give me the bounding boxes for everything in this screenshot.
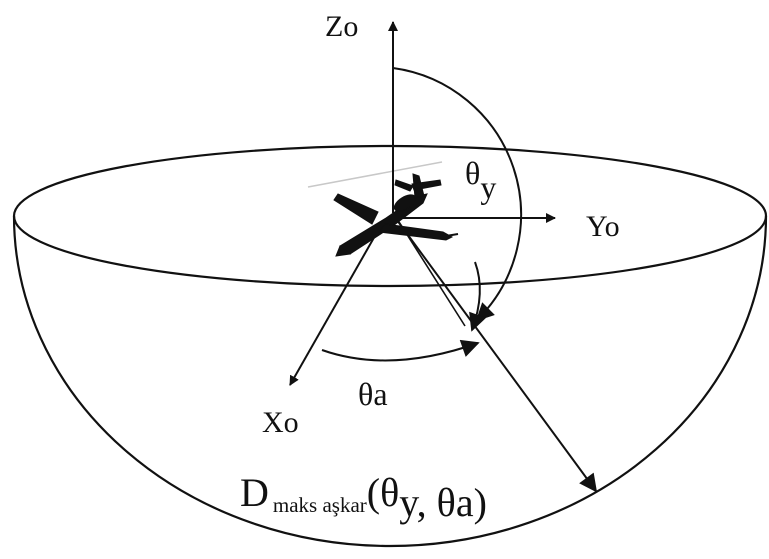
range-args-mid: y, θa) (399, 480, 487, 525)
theta-y-arc (392, 67, 523, 322)
range-args-open: (θ (367, 470, 399, 515)
x-axis (289, 219, 385, 386)
hemisphere-bowl (12, 215, 768, 548)
theta-a-arc (321, 339, 480, 362)
range-subscript: maks aşkar (273, 493, 367, 517)
elevation-arc (469, 261, 487, 332)
range-vector (393, 215, 598, 493)
z-axis-label: Zo (325, 10, 358, 43)
y-axis-label: Yo (586, 210, 620, 243)
horizon-streak (307, 161, 443, 188)
theta-y-symbol: θ (465, 155, 480, 191)
x-axis-label: Xo (262, 406, 299, 439)
theta-y-label: θy (465, 155, 496, 205)
aircraft-icon (333, 173, 459, 257)
range-main: D (240, 470, 269, 515)
theta-y-suffix: y (480, 169, 496, 205)
theta-a-label: θa (358, 376, 388, 412)
